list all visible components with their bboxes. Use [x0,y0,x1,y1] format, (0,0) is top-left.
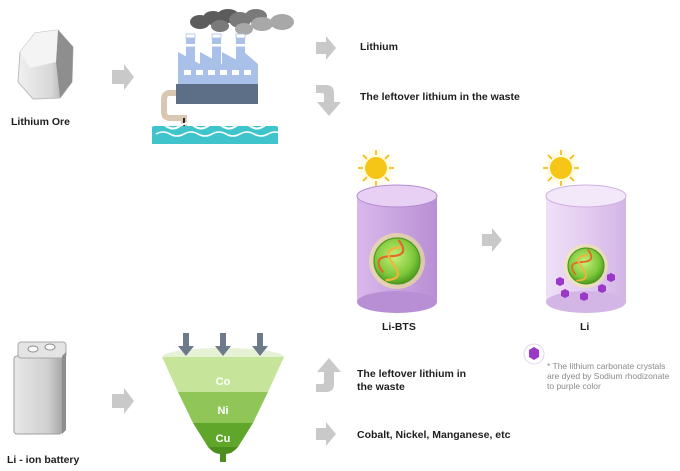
lithium-ore-label: Lithium Ore [11,116,70,128]
leftover-lithium-bottom-label: The leftover lithium in the waste [357,368,467,393]
factory-icon [161,9,294,126]
lithium-ore-icon [17,29,74,100]
li-bts-cylinder [356,184,438,313]
funnel-ni-label: Ni [217,405,229,417]
lithium-output-label: Lithium [360,41,398,53]
leftover-lithium-top-label: The leftover lithium in the waste [360,91,520,103]
dna-icon [571,248,593,282]
water-icon [151,122,283,144]
funnel-cu-label: Cu [215,433,231,445]
arrow-down-icon [178,333,268,356]
curved-arrow-up-icon [316,358,341,392]
li-label: Li [580,321,590,333]
li-bts-label: Li-BTS [382,321,416,333]
arrow-right-icon [112,388,134,414]
arrow-right-icon [316,36,336,60]
sun-icon [355,147,397,189]
battery-icon [13,341,67,435]
curved-arrow-down-icon [316,85,341,116]
arrow-right-icon [112,64,134,90]
arrow-right-icon [316,422,336,446]
li-ion-battery-label: Li - ion battery [7,454,80,466]
li-cylinder [545,184,627,313]
arrow-right-icon [482,228,502,252]
funnel-co-label: Co [215,376,231,388]
separation-funnel [162,348,284,462]
sun-icon [540,147,582,189]
cobalt-nickel-label: Cobalt, Nickel, Manganese, etc [357,429,511,441]
crystal-icon [556,273,615,301]
dna-icon [377,239,405,282]
crystal-note: * The lithium carbonate crystals are dye… [547,361,670,391]
crystal-legend-icon [523,343,545,365]
